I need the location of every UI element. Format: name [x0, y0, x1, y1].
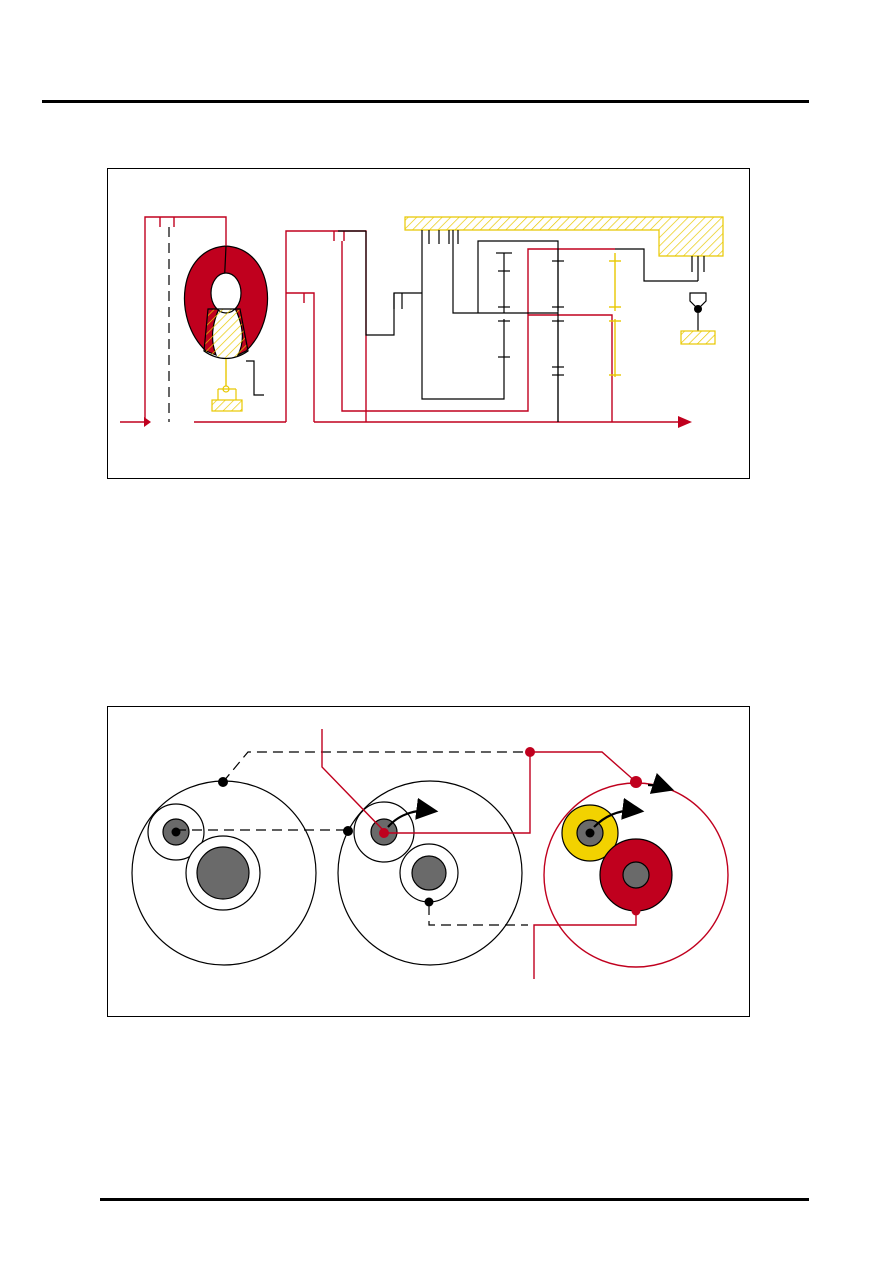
transmission-housing	[404, 216, 724, 257]
gear-train-diagram-frame	[107, 706, 750, 1017]
powerflow-diagram-frame	[107, 168, 750, 479]
rotation-arrow-ring-3	[647, 773, 675, 794]
torque-converter	[184, 245, 268, 412]
clutch-linkage	[338, 230, 705, 422]
stator-one-way-clutch	[211, 399, 243, 412]
one-way-clutch	[680, 292, 716, 345]
rotation-arrow-2	[387, 797, 439, 828]
carrier-linkages	[176, 751, 528, 926]
planetary-gearset-1	[496, 252, 512, 365]
gear-set-1	[131, 777, 317, 966]
header-rule	[42, 100, 809, 103]
gear-train-diagram	[131, 729, 729, 979]
gear-set-3	[543, 773, 729, 968]
rotation-arrow-3	[593, 797, 645, 828]
planetary-gearset-3	[609, 253, 621, 377]
footer-rule	[100, 1198, 809, 1201]
converter-hub	[210, 272, 242, 314]
gear-set-2	[337, 780, 523, 966]
converter-stator	[203, 308, 249, 360]
powerflow-diagram	[120, 216, 724, 428]
planetary-gearset-2	[552, 249, 564, 422]
one-way-clutch-ground	[680, 330, 716, 345]
output-linkages	[321, 729, 637, 979]
